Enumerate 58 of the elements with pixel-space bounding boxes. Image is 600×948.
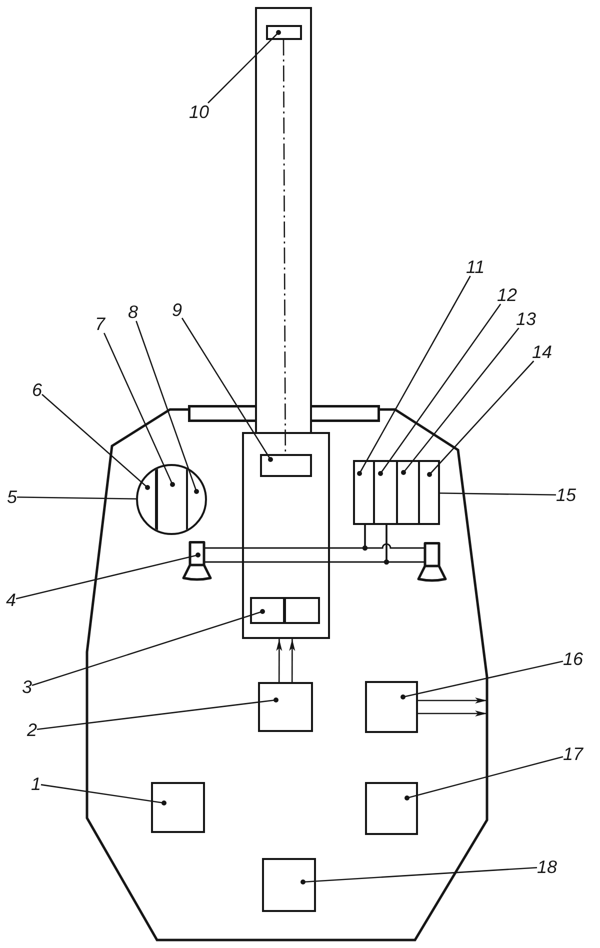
callout-number: 1: [31, 775, 42, 793]
callout-number: 13: [516, 310, 536, 328]
leader-line: [181, 318, 273, 462]
leader-line: [42, 394, 150, 490]
leader-line: [136, 320, 199, 494]
equipment-box: [365, 681, 418, 733]
callout-number: 4: [6, 591, 16, 609]
equipment-box: [365, 782, 418, 835]
callout-number: 9: [172, 301, 182, 319]
callout-number: 12: [497, 286, 518, 304]
mast: [255, 7, 312, 432]
callout-number: 8: [128, 303, 138, 321]
callout-number: 2: [27, 721, 38, 739]
equipment-box: [258, 682, 313, 732]
callout-number: 14: [532, 343, 552, 361]
arrow: [418, 710, 487, 716]
leader-line: [208, 30, 281, 104]
callout-number: 18: [537, 858, 558, 876]
leader-line: [440, 492, 556, 496]
leader-line: [427, 360, 534, 477]
rack-unit: [353, 460, 440, 525]
leader-line: [401, 328, 520, 475]
callout-number: 15: [556, 486, 576, 504]
leader-line: [357, 276, 471, 476]
leader-line: [378, 304, 502, 476]
leader-line: [40, 784, 166, 806]
arrow: [418, 698, 487, 704]
equipment-box: [151, 782, 205, 833]
leader-line: [104, 332, 175, 487]
round-unit: [136, 464, 207, 535]
leader-line: [16, 496, 136, 500]
searchlight: [417, 542, 447, 582]
callout-number: 10: [189, 103, 210, 121]
dash-dot-line: [282, 40, 286, 454]
wire-line: [364, 524, 425, 549]
callout-number: 7: [95, 315, 106, 333]
callout-number: 6: [32, 381, 42, 399]
leader-line: [32, 609, 265, 686]
equipment-box: [260, 454, 312, 476]
callout-number: 3: [22, 678, 32, 696]
hull-outline: [86, 404, 489, 942]
callout-number: 5: [7, 488, 18, 506]
equipment-box: [262, 858, 316, 912]
searchlight: [182, 541, 212, 581]
leader-line: [404, 756, 564, 800]
leader-line: [400, 660, 564, 700]
leader-line: [16, 552, 200, 600]
arrow: [289, 639, 296, 682]
callout-number: 11: [466, 258, 485, 276]
split-box: [250, 596, 320, 624]
callout-number: 16: [563, 650, 584, 668]
mast-base-block: [242, 432, 330, 639]
callout-number: 17: [563, 745, 584, 763]
arrow: [276, 639, 282, 682]
leader-line: [300, 866, 538, 884]
leader-line: [36, 698, 278, 730]
equipment-box: [266, 24, 302, 40]
wire-line: [386, 524, 425, 563]
